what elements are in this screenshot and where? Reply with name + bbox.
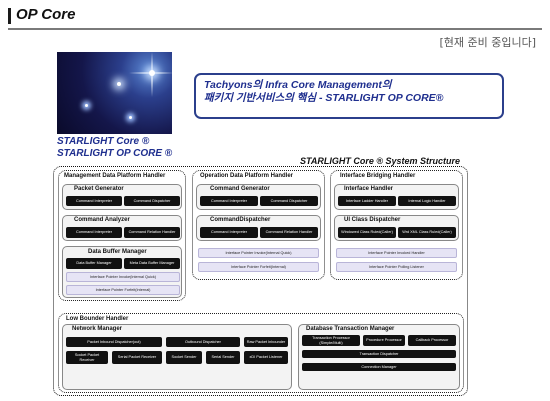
module-block: Interface Ladder Handler <box>338 196 396 206</box>
module-block: Internal Logic Handler <box>398 196 456 206</box>
callout-box: Tachyons의 Infra Core Management의 패키지 기반서… <box>194 73 504 119</box>
title-divider <box>8 28 542 30</box>
brand-line-2: STARLIGHT OP CORE ® <box>57 148 173 159</box>
interface-strip: Interface Pointer Invoke(Internal Quick) <box>198 248 319 258</box>
low-bounder-title: Low Bounder Handler <box>66 316 129 322</box>
interface-strip: Interface Pointer Invoke(Internal Quick) <box>66 272 180 282</box>
brand-caption: STARLIGHT Core ® STARLIGHT OP CORE ® <box>57 136 172 160</box>
star-icon <box>129 116 132 119</box>
module-block: Windowed Class Ruled(Caller) <box>338 227 396 238</box>
module-block: Wrd XML Class Ruled(Caller) <box>398 227 456 238</box>
page-title: OP Core <box>16 6 76 23</box>
module-block: xDI Packet Listener <box>244 351 288 364</box>
star-icon <box>149 70 155 76</box>
module-block: Command Interpreter <box>66 227 122 238</box>
module-block: Socket Packet Receiver <box>66 351 108 364</box>
interface-strip: Interface Pointer Invoked Handler <box>336 248 457 258</box>
bridging-handler-title: Interface Bridging Handler <box>340 173 416 179</box>
module-block: Procedure Processor <box>363 335 405 346</box>
module-block: Packet Inbound Dispatcher(out) <box>66 337 162 347</box>
interface-strip: Interface Pointer Polling Listener <box>336 262 457 272</box>
status-note: [현재 준비 중입니다] <box>439 36 536 49</box>
brand-line-1: STARLIGHT Core ® <box>57 136 150 147</box>
diagram-title: STARLIGHT Core ® System Structure <box>300 156 460 166</box>
management-handler-title: Management Data Platform Handler <box>64 173 166 179</box>
command-analyzer-title: Command Analyzer <box>74 217 130 223</box>
module-block: Socket Sender <box>166 351 202 364</box>
data-buffer-manager-title: Data Buffer Manager <box>88 249 147 255</box>
database-transaction-title: Database Transaction Manager <box>306 326 395 332</box>
module-block: Transaction Processor (Simple/Multi) <box>302 335 360 346</box>
packet-generator-title: Packet Generator <box>74 186 124 192</box>
module-block: Meta Data Buffer Manager <box>124 258 180 269</box>
module-block: Serial Sender <box>206 351 240 364</box>
module-block: Command Interpreter <box>66 196 122 206</box>
command-generator-title: Command Generator <box>210 186 270 192</box>
module-block: Serial Packet Receiver <box>112 351 162 364</box>
star-icon <box>117 82 121 86</box>
module-block: Command Relation Handler <box>260 227 318 238</box>
module-block: Command Relation Handler <box>124 227 180 238</box>
star-icon <box>85 104 88 107</box>
command-dispatcher-title: CommandDispatcher <box>210 217 271 223</box>
module-block: Command Interpreter <box>200 227 258 238</box>
module-block: Command Dispatcher <box>124 196 180 206</box>
interface-strip: Interface Pointer Forfeit(Internal) <box>198 262 319 272</box>
title-accent-bar <box>8 8 11 24</box>
module-block: Outbound Dispatcher <box>166 337 240 347</box>
module-block: Command Dispatcher <box>260 196 318 206</box>
starlight-logo-image <box>57 52 172 134</box>
ui-class-dispatcher-title: UI Class Dispatcher <box>344 217 401 223</box>
operation-handler-title: Operation Data Platform Handler <box>200 173 294 179</box>
module-block: Data Buffer Manager <box>66 258 122 269</box>
callout-line-1: Tachyons의 Infra Core Management의 <box>204 79 392 91</box>
module-block: Command Interpreter <box>200 196 258 206</box>
interface-handler-title: Interface Handler <box>344 186 394 192</box>
callout-line-2: 패키지 기반서비스의 핵심 - STARLIGHT OP CORE® <box>204 92 444 104</box>
interface-strip: Interface Pointer Forfeit(Internal) <box>66 285 180 295</box>
system-structure-diagram <box>53 166 468 396</box>
module-block: Callback Processor <box>408 335 456 346</box>
network-manager-title: Network Manager <box>72 326 123 332</box>
module-block: Raw Packet Inbounder <box>244 337 288 347</box>
module-block: Connection Manager <box>302 363 456 371</box>
module-block: Transaction Dispatcher <box>302 350 456 358</box>
